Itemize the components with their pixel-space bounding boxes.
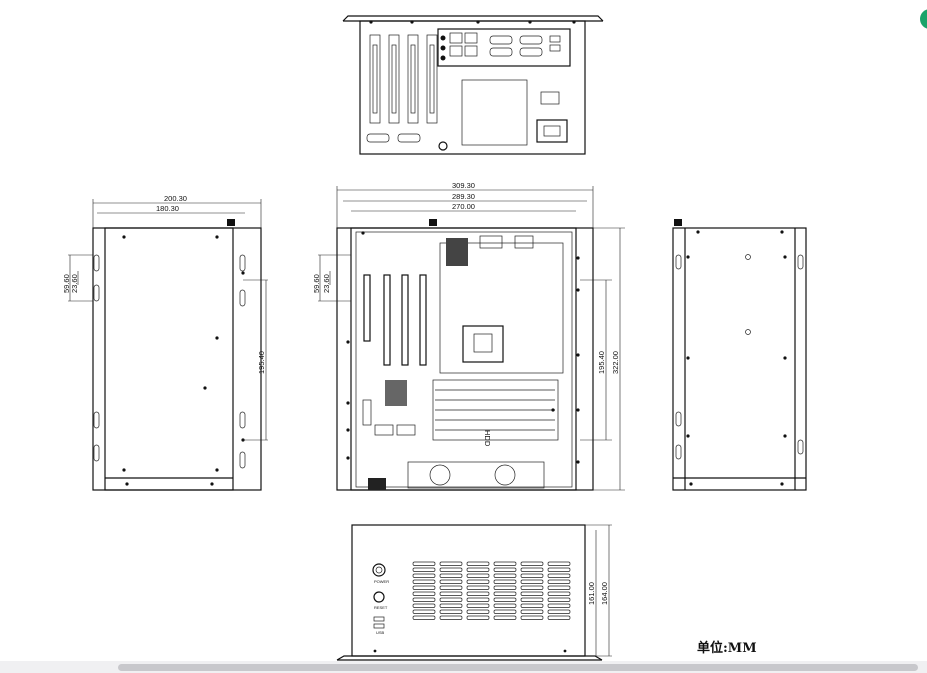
horizontal-scrollbar[interactable] [0, 661, 927, 673]
dim-hole-span: 195.40 [257, 351, 266, 374]
vent-slot [547, 597, 571, 602]
dim-inner-width: 180.30 [156, 204, 179, 213]
vent-slot [439, 579, 463, 584]
vent-slot [466, 573, 490, 578]
vent-slot [412, 585, 436, 590]
vent-slot [520, 567, 544, 572]
vent-slot [520, 603, 544, 608]
vent-slot [412, 561, 436, 566]
dim-height-outer: 164.00 [600, 582, 609, 605]
vent-slot [520, 579, 544, 584]
scrollbar-thumb[interactable] [118, 664, 918, 671]
center-view: HDD 309.30 289.30 270.00 59.60 23.60 195… [312, 181, 625, 491]
vent-slot [412, 603, 436, 608]
vent-slot [439, 597, 463, 602]
vent-slot [412, 573, 436, 578]
vent-slot [547, 609, 571, 614]
vent-slot [412, 579, 436, 584]
vent-slot [547, 561, 571, 566]
dim-height-inner: 161.00 [587, 582, 596, 605]
power-label: POWER [374, 579, 389, 584]
vent-slot [466, 591, 490, 596]
vent-slot [493, 561, 517, 566]
dim-overall-height: 322.00 [611, 351, 620, 374]
vent-slot [493, 609, 517, 614]
hdd-label: HDD [483, 430, 492, 447]
dim-hole-span: 195.40 [597, 351, 606, 374]
vent-slot [520, 573, 544, 578]
dim-mid-width: 289.30 [452, 192, 475, 201]
vent-slot [493, 615, 517, 620]
vent-slot [439, 615, 463, 620]
vent-slot [466, 585, 490, 590]
vent-slot [439, 561, 463, 566]
vent-slot [412, 567, 436, 572]
front-view: POWER RESET USB 161.00 164.00 [336, 524, 612, 661]
vent-slot [466, 603, 490, 608]
vent-slot [439, 603, 463, 608]
vent-slot [466, 567, 490, 572]
vent-slot [547, 603, 571, 608]
vent-slot [439, 591, 463, 596]
corner-badge[interactable] [920, 9, 927, 29]
usb-label: USB [376, 630, 385, 635]
vent-slot [547, 579, 571, 584]
dim-slot-gap: 23.60 [70, 274, 79, 293]
vent-slot [520, 585, 544, 590]
vent-slot [466, 609, 490, 614]
vent-slot [547, 567, 571, 572]
dim-overall-width: 309.30 [452, 181, 475, 190]
vent-slot [412, 591, 436, 596]
vent-slot [547, 591, 571, 596]
vent-slot [493, 585, 517, 590]
right-side-view [672, 219, 807, 491]
vent-slot [412, 597, 436, 602]
vent-slot [439, 609, 463, 614]
vent-slot [520, 591, 544, 596]
vent-slot [493, 597, 517, 602]
vent-slot [493, 603, 517, 608]
left-side-view: 200.30 180.30 59.60 23.60 195.40 [62, 194, 268, 491]
vent-grille [412, 561, 571, 620]
dim-slot-height: 59.60 [62, 274, 71, 293]
dim-overall-width: 200.30 [164, 194, 187, 203]
reset-label: RESET [374, 605, 388, 610]
vent-slot [520, 597, 544, 602]
unit-label: 单位:MM [697, 641, 757, 656]
rear-view [342, 15, 604, 155]
vent-slot [493, 573, 517, 578]
vent-slot [439, 585, 463, 590]
vent-slot [412, 609, 436, 614]
vent-slot [493, 567, 517, 572]
vent-slot [520, 561, 544, 566]
vent-slot [547, 615, 571, 620]
vent-slot [466, 597, 490, 602]
vent-slot [466, 579, 490, 584]
dim-inner-width: 270.00 [452, 202, 475, 211]
vent-slot [439, 573, 463, 578]
vent-slot [520, 609, 544, 614]
vent-slot [520, 615, 544, 620]
vent-slot [466, 561, 490, 566]
vent-slot [466, 615, 490, 620]
vent-slot [493, 591, 517, 596]
vent-slot [412, 615, 436, 620]
vent-slot [439, 567, 463, 572]
vent-slot [547, 585, 571, 590]
vent-slot [493, 579, 517, 584]
dim-slot-height: 59.60 [312, 274, 321, 293]
vent-slot [547, 573, 571, 578]
dim-slot-gap: 23.60 [322, 274, 331, 293]
